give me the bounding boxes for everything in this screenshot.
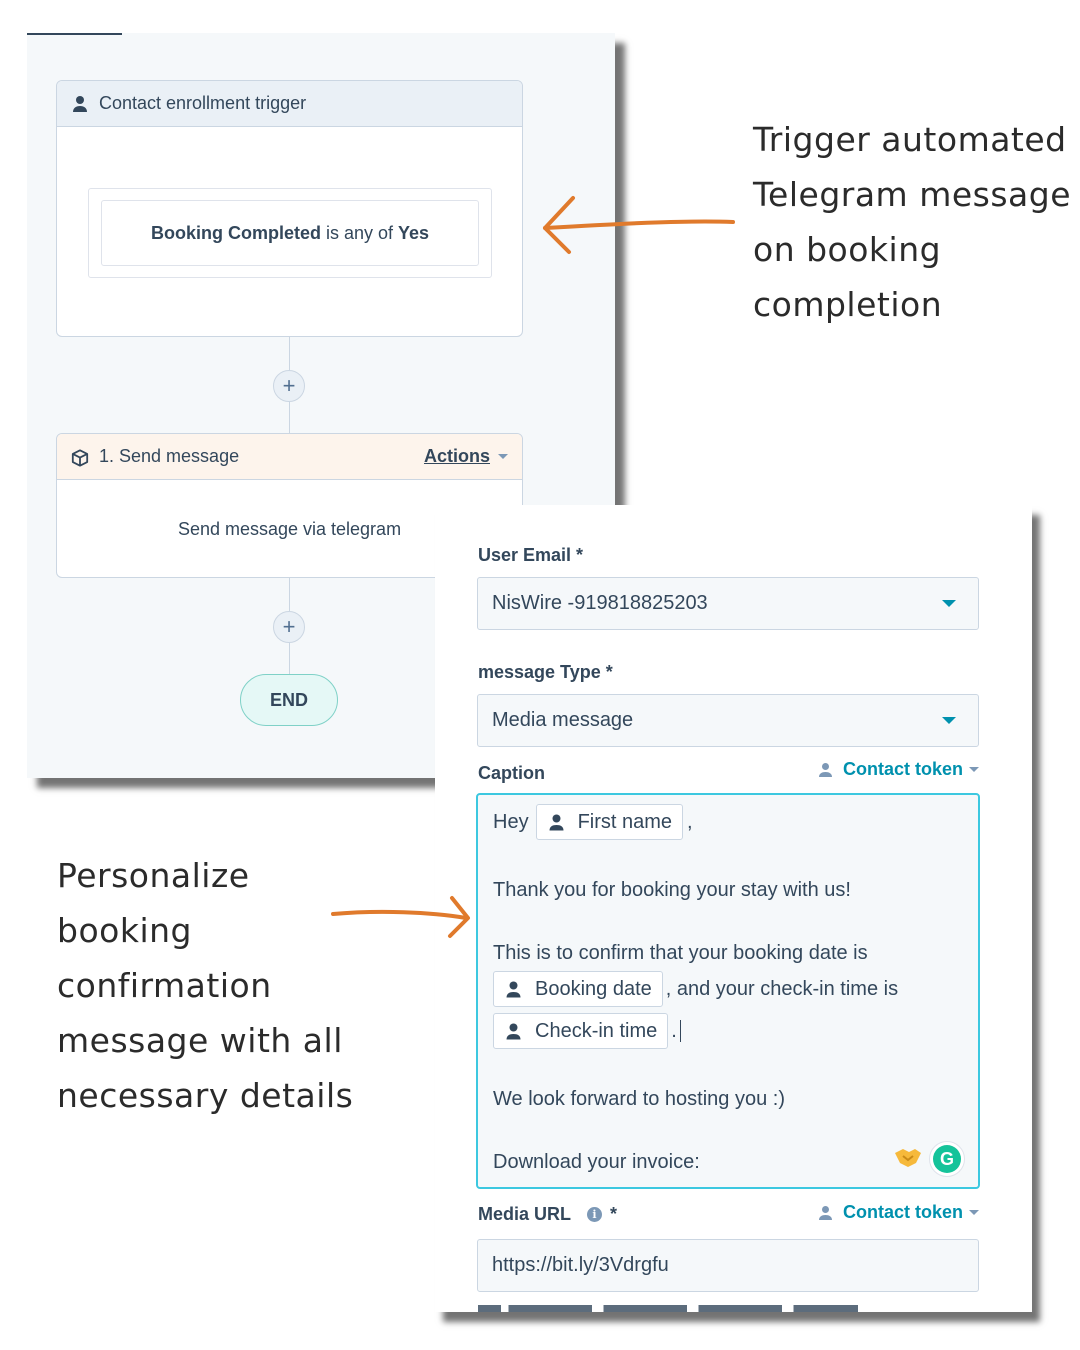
- media-url-label: Media URL i *: [478, 1204, 617, 1225]
- connector-line: [289, 643, 290, 674]
- annotation-personalize: Personalize booking confirmation message…: [57, 848, 387, 1123]
- connector-line: [289, 402, 290, 433]
- required-mark: *: [610, 1204, 618, 1224]
- caption-contact-token-button[interactable]: Contact token: [818, 759, 979, 780]
- media-url-input[interactable]: https://bit.ly/3Vdrgfu: [477, 1239, 979, 1292]
- arrow-left-icon: [543, 196, 735, 254]
- plus-icon: +: [282, 614, 296, 639]
- caption-line-invoice: Download your invoice:: [493, 1151, 700, 1173]
- contact-token-label: Contact token: [842, 1202, 963, 1222]
- caption-comma: ,: [687, 810, 693, 833]
- caret-down-icon: [969, 1210, 979, 1215]
- contact-token-label: Contact token: [842, 759, 963, 779]
- user-email-label: User Email *: [478, 545, 584, 565]
- action-description: Send message via telegram: [177, 519, 402, 539]
- actions-label: Actions: [423, 446, 490, 466]
- truncated-next-field: [478, 1305, 858, 1312]
- end-node: END: [240, 674, 338, 726]
- filter-property: Booking Completed: [150, 222, 321, 243]
- person-icon: [71, 95, 89, 113]
- booking-date-token-label: Booking date: [535, 977, 652, 1000]
- user-email-value: NisWire -919818825203: [492, 592, 708, 614]
- add-step-button[interactable]: +: [273, 370, 305, 402]
- media-url-contact-token-button[interactable]: Contact token: [818, 1202, 979, 1223]
- workflow-canvas: Contact enrollment trigger Booking Compl…: [27, 33, 615, 778]
- dropdown-arrow-icon: [942, 717, 956, 724]
- arrow-right-icon: [331, 896, 470, 938]
- message-type-label: message Type *: [478, 662, 613, 682]
- first-name-token[interactable]: First name: [535, 804, 684, 840]
- connector-line: [289, 336, 290, 372]
- caption-period: .: [671, 1019, 677, 1042]
- message-type-select[interactable]: Media message: [477, 694, 979, 747]
- caption-greeting: Hey: [493, 810, 529, 833]
- person-icon: [549, 814, 564, 831]
- annotation-line: necessary details: [57, 1076, 354, 1115]
- action-card-header: 1. Send message Actions: [57, 434, 522, 480]
- user-email-select[interactable]: NisWire -919818825203: [477, 577, 979, 630]
- checkin-time-token[interactable]: Check-in time: [493, 1013, 669, 1049]
- checkin-time-token-label: Check-in time: [535, 1019, 658, 1042]
- media-url-label-text: Media URL: [478, 1204, 572, 1224]
- filter-condition[interactable]: Booking Completed is any of Yes: [101, 200, 479, 266]
- annotation-line: message with all: [57, 1021, 343, 1060]
- filter-value: Yes: [398, 222, 430, 243]
- caption-editor[interactable]: Hey First name , Thank you for booking y…: [476, 793, 980, 1189]
- annotation-line: confirmation: [57, 966, 272, 1005]
- action-title: 1. Send message: [99, 446, 240, 466]
- filter-group: Booking Completed is any of Yes: [88, 188, 492, 278]
- text-cursor: [679, 1020, 681, 1042]
- caption-line-booking: Booking date , and your check-in time is: [493, 971, 898, 1007]
- tab-indicator: [27, 33, 122, 35]
- person-icon: [506, 1023, 521, 1040]
- action-settings-panel: User Email * NisWire -919818825203 messa…: [435, 505, 1032, 1312]
- actions-dropdown[interactable]: Actions: [424, 446, 508, 467]
- add-step-button[interactable]: +: [273, 611, 305, 643]
- grammarly-badge: G: [933, 1145, 961, 1173]
- caption-line-greeting: Hey First name ,: [493, 804, 693, 840]
- annotation-trigger: Trigger automated Telegram message on bo…: [753, 112, 1073, 332]
- caption-checkin-text: , and your check-in time is: [665, 977, 899, 1000]
- first-name-token-label: First name: [577, 810, 673, 833]
- connector-line: [289, 577, 290, 611]
- cube-icon: [71, 448, 89, 467]
- annotation-line: Personalize booking: [57, 856, 250, 950]
- caret-down-icon: [498, 454, 508, 459]
- caption-line-confirm: This is to confirm that your booking dat…: [493, 942, 868, 964]
- trigger-card-header: Contact enrollment trigger: [57, 81, 522, 127]
- person-icon: [506, 981, 521, 998]
- annotation-line: completion: [753, 285, 943, 324]
- info-icon[interactable]: i: [587, 1207, 603, 1222]
- person-icon: [818, 762, 833, 778]
- booking-date-token[interactable]: Booking date: [493, 971, 663, 1007]
- dropdown-arrow-icon: [942, 600, 956, 607]
- trigger-title: Contact enrollment trigger: [99, 93, 307, 113]
- caption-line-thanks: Thank you for booking your stay with us!: [493, 879, 851, 901]
- message-type-value: Media message: [492, 709, 634, 731]
- annotation-line: on booking: [753, 230, 942, 269]
- filter-operator: is any of: [325, 222, 393, 243]
- handshake-icon[interactable]: [894, 1147, 922, 1169]
- annotation-line: Trigger automated: [753, 120, 1067, 159]
- grammarly-icon[interactable]: G: [929, 1141, 965, 1177]
- media-url-value: https://bit.ly/3Vdrgfu: [492, 1254, 669, 1276]
- annotation-line: Telegram message: [753, 175, 1072, 214]
- person-icon: [818, 1205, 833, 1221]
- caption-line-checkin: Check-in time .: [493, 1013, 681, 1049]
- caret-down-icon: [969, 767, 979, 772]
- caption-label: Caption: [478, 763, 545, 783]
- caption-line-forward: We look forward to hosting you :): [493, 1088, 785, 1110]
- trigger-card[interactable]: Contact enrollment trigger Booking Compl…: [56, 80, 523, 337]
- plus-icon: +: [282, 373, 296, 398]
